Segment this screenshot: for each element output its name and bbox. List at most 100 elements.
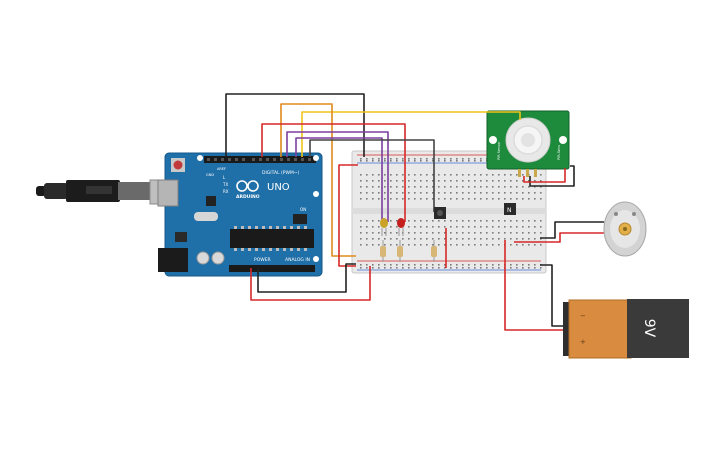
breadboard-hole xyxy=(372,160,374,162)
breadboard-hole xyxy=(438,267,440,269)
arduino-uno-board[interactable]: DIGITAL (PWM~) TX RX L ON AREF GND UNO A… xyxy=(157,152,323,277)
breadboard-hole xyxy=(528,267,530,269)
breadboard-hole xyxy=(456,226,458,228)
breadboard-hole xyxy=(408,192,410,194)
wire-purple-b[interactable] xyxy=(295,137,383,222)
breadboard-hole xyxy=(432,264,434,266)
model-label: UNO xyxy=(267,182,290,193)
breadboard-hole xyxy=(468,174,470,176)
wire-red-battery[interactable] xyxy=(504,240,568,331)
resistor-1[interactable] xyxy=(380,240,386,262)
breadboard-hole xyxy=(480,192,482,194)
breadboard-hole xyxy=(528,220,530,222)
reset-button[interactable] xyxy=(173,160,183,170)
breadboard-hole xyxy=(438,186,440,188)
breadboard-hole xyxy=(360,220,362,222)
breadboard-hole xyxy=(426,186,428,188)
breadboard-hole xyxy=(444,238,446,240)
breadboard-hole xyxy=(522,226,524,228)
breadboard-hole xyxy=(462,174,464,176)
wire-black-battery[interactable] xyxy=(540,264,566,327)
breadboard-hole xyxy=(480,232,482,234)
led-yellow[interactable] xyxy=(380,218,388,236)
breadboard-hole xyxy=(528,180,530,182)
wire-red-left[interactable] xyxy=(338,164,358,267)
breadboard-hole xyxy=(426,220,428,222)
wire-red-bottom[interactable] xyxy=(250,266,371,301)
breadboard-hole xyxy=(402,192,404,194)
breadboard-hole xyxy=(390,198,392,200)
breadboard-hole xyxy=(414,180,416,182)
breadboard-hole xyxy=(378,244,380,246)
breadboard-hole xyxy=(360,267,362,269)
breadboard-hole xyxy=(366,264,368,266)
breadboard-hole xyxy=(432,226,434,228)
breadboard-hole xyxy=(384,180,386,182)
resistor-3[interactable] xyxy=(431,240,437,262)
breadboard-hole xyxy=(486,186,488,188)
breadboard-hole xyxy=(450,232,452,234)
breadboard-hole xyxy=(504,232,506,234)
breadboard-hole xyxy=(366,238,368,240)
breadboard-hole xyxy=(534,244,536,246)
breadboard-hole xyxy=(468,238,470,240)
wire-red-motor[interactable] xyxy=(514,232,604,243)
battery-minus-label: − xyxy=(580,312,586,320)
breadboard-hole xyxy=(414,192,416,194)
breadboard-hole xyxy=(426,174,428,176)
wire-purple-a[interactable] xyxy=(286,131,389,222)
breadboard-hole xyxy=(504,174,506,176)
transistor[interactable]: N xyxy=(504,203,516,215)
breadboard-hole xyxy=(444,198,446,200)
breadboard-hole xyxy=(360,198,362,200)
wire-black-motor[interactable] xyxy=(540,221,604,239)
breadboard-hole xyxy=(522,238,524,240)
battery-9v[interactable]: 9V − + xyxy=(563,299,689,359)
power-analog-header[interactable] xyxy=(229,265,315,272)
battery-plus-label: + xyxy=(580,338,586,346)
breadboard-hole xyxy=(468,220,470,222)
breadboard-hole xyxy=(540,232,542,234)
breadboard-hole xyxy=(462,232,464,234)
breadboard-hole xyxy=(474,264,476,266)
wire-gray-top[interactable] xyxy=(309,139,435,212)
breadboard-hole xyxy=(480,158,482,160)
breadboard-hole xyxy=(432,232,434,234)
wire-black-bottom[interactable] xyxy=(257,263,356,293)
breadboard-hole xyxy=(414,174,416,176)
breadboard-hole xyxy=(360,264,362,266)
breadboard-hole xyxy=(426,160,428,162)
breadboard-hole xyxy=(444,158,446,160)
breadboard-hole xyxy=(462,158,464,160)
breadboard-hole xyxy=(378,180,380,182)
wire-yellow-top[interactable] xyxy=(301,111,521,157)
dc-motor[interactable] xyxy=(603,201,647,257)
wire-orange-top[interactable] xyxy=(280,103,356,257)
breadboard-hole xyxy=(504,226,506,228)
breadboard-hole xyxy=(492,198,494,200)
breadboard-hole xyxy=(366,186,368,188)
wire-red-top[interactable] xyxy=(261,123,406,222)
breadboard-hole xyxy=(474,186,476,188)
breadboard-hole xyxy=(396,226,398,228)
breadboard-hole xyxy=(492,244,494,246)
breadboard-hole xyxy=(534,198,536,200)
pir-sensor[interactable]: PIR Sensor PIR-Sens xyxy=(486,110,570,177)
wire-red-pir[interactable] xyxy=(523,168,566,183)
breadboard-hole xyxy=(450,174,452,176)
breadboard-hole xyxy=(522,264,524,266)
breadboard-hole xyxy=(396,220,398,222)
breadboard-hole xyxy=(432,198,434,200)
led-red[interactable] xyxy=(397,218,405,236)
breadboard-hole xyxy=(366,192,368,194)
breadboard-hole xyxy=(366,158,368,160)
breadboard-hole xyxy=(438,220,440,222)
breadboard-hole xyxy=(366,220,368,222)
breadboard-hole xyxy=(486,180,488,182)
breadboard-hole xyxy=(510,220,512,222)
breadboard-hole xyxy=(540,180,542,182)
push-button[interactable] xyxy=(434,207,446,219)
resistor-2[interactable] xyxy=(397,240,403,262)
wire-black-top[interactable] xyxy=(225,93,365,157)
breadboard-hole xyxy=(444,232,446,234)
